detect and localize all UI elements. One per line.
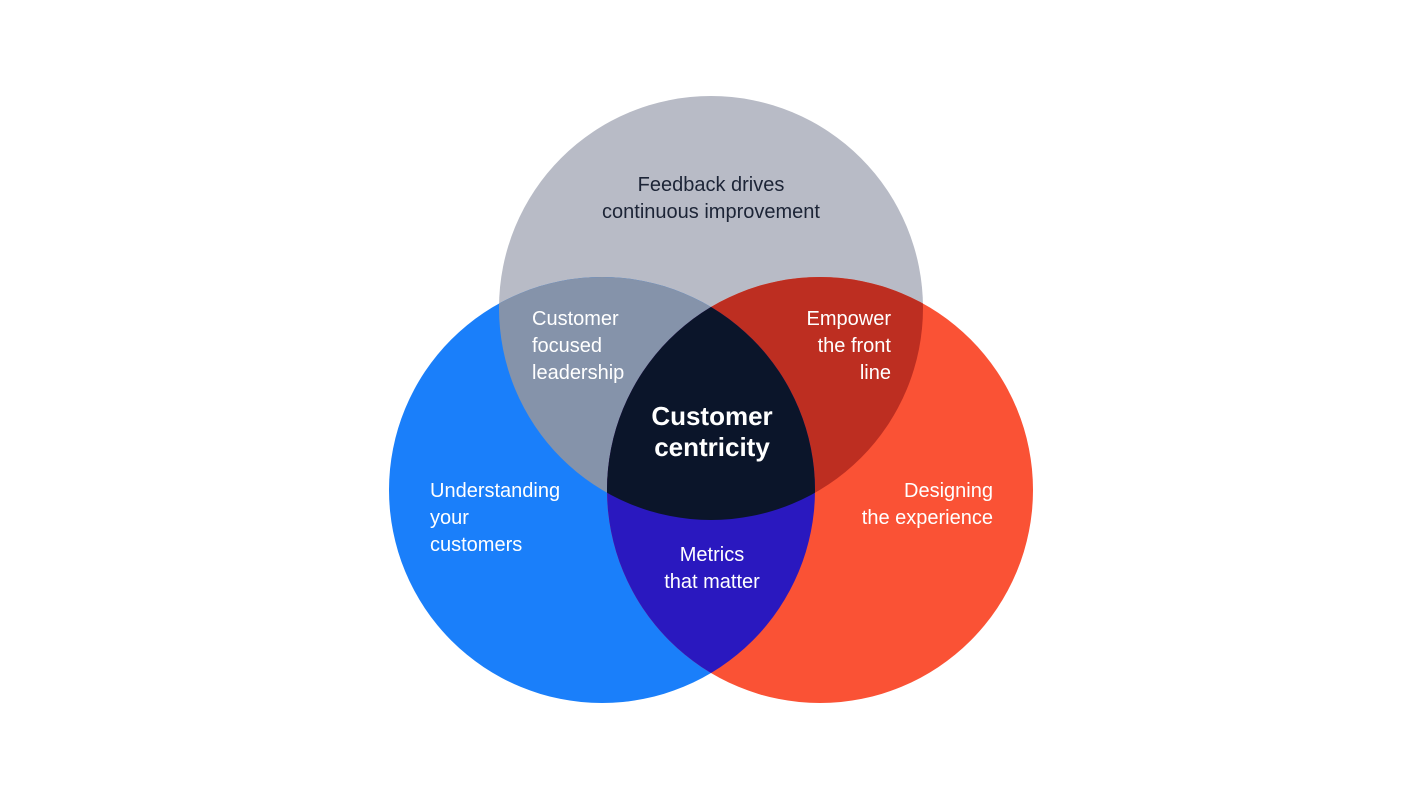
top-label-line2: continuous improvement [602,201,820,223]
right-label-line1: Designing [904,480,993,502]
left-label-line1: Understanding [430,480,560,502]
top-left-label-line2: focused [532,335,602,357]
bottom-label-line1: Metrics [680,544,744,566]
bottom-label-line2: that matter [664,571,760,593]
top-left-label-line1: Customer [532,308,619,330]
top-left-label-line3: leadership [532,362,624,384]
center-label-line2: centricity [654,432,770,462]
center-label-line1: Customer [651,401,772,431]
top-label-line1: Feedback drives [638,174,785,196]
top-right-label-line1: Empower [807,308,892,330]
top-right-label-line2: the front [818,335,892,357]
right-label-line2: the experience [862,507,993,529]
left-label-line2: your [430,507,469,529]
center-overlap [607,277,815,520]
left-label-line3: customers [430,534,522,556]
top-right-label-line3: line [860,362,891,384]
